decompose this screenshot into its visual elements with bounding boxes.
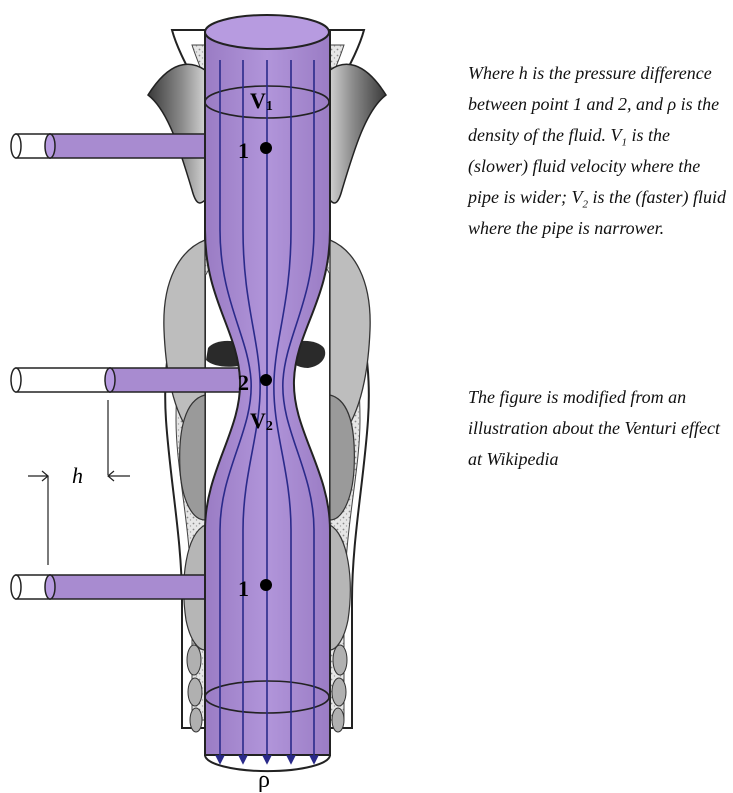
point-2-label: 2 [238,370,249,395]
point-1-bottom-label: 1 [238,576,249,601]
caption-text: Where h is the pressure difference betwe… [468,63,719,145]
caption-v2: V [572,187,583,207]
tube-middle [11,368,240,392]
point-1-bottom-dot [260,579,272,591]
rho-label: ρ [258,767,270,793]
tube-bottom [11,575,210,599]
point-1-top-dot [260,142,272,154]
tube-top [11,134,210,158]
caption-v1: V [610,125,621,145]
caption-paragraph-1: Where h is the pressure difference betwe… [468,58,730,244]
point-2-dot [260,374,272,386]
h-label: h [72,463,83,488]
caption-paragraph-2: The figure is modified from an illustrat… [468,382,730,475]
point-1-top-label: 1 [238,138,249,163]
